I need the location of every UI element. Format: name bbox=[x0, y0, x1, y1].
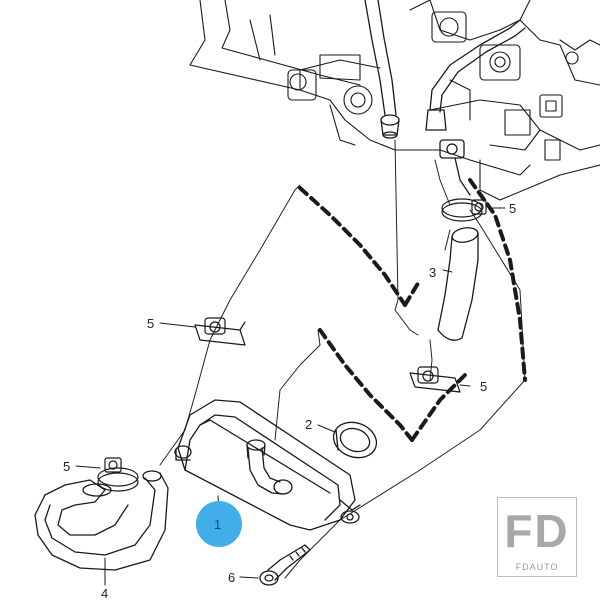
engine-block bbox=[189, 0, 600, 201]
callout-5-mid-left: 5 bbox=[147, 316, 154, 331]
callout-4: 4 bbox=[101, 586, 108, 600]
callout-1: 1 bbox=[214, 517, 221, 532]
callout-5-lower-left: 5 bbox=[63, 459, 70, 474]
vent-pipe-upper bbox=[364, 0, 526, 196]
clamp-mid-left bbox=[194, 317, 246, 346]
bolt-part-6 bbox=[259, 544, 311, 586]
callout-3: 3 bbox=[429, 265, 436, 280]
seal-ring-part-2 bbox=[332, 421, 378, 459]
callout-2: 2 bbox=[305, 417, 312, 432]
watermark-mark: FD bbox=[504, 505, 570, 557]
routing-dashed-lines bbox=[298, 178, 527, 442]
watermark-text: FDAUTO bbox=[515, 562, 559, 572]
clamp-upper-right bbox=[441, 198, 487, 222]
callout-5-upper-right: 5 bbox=[509, 201, 516, 216]
callout-leaders bbox=[75, 207, 506, 586]
callout-6: 6 bbox=[228, 570, 235, 585]
highlight-marker[interactable] bbox=[196, 501, 242, 547]
hose-part-3 bbox=[437, 227, 479, 341]
clamp-mid-right bbox=[409, 366, 461, 393]
hose-part-4 bbox=[34, 470, 169, 571]
oil-cooler-part-1 bbox=[174, 399, 361, 531]
callout-5-mid-right: 5 bbox=[480, 379, 487, 394]
clamp-lower-left bbox=[97, 457, 139, 492]
watermark-logo: FD FDAUTO bbox=[497, 497, 577, 577]
